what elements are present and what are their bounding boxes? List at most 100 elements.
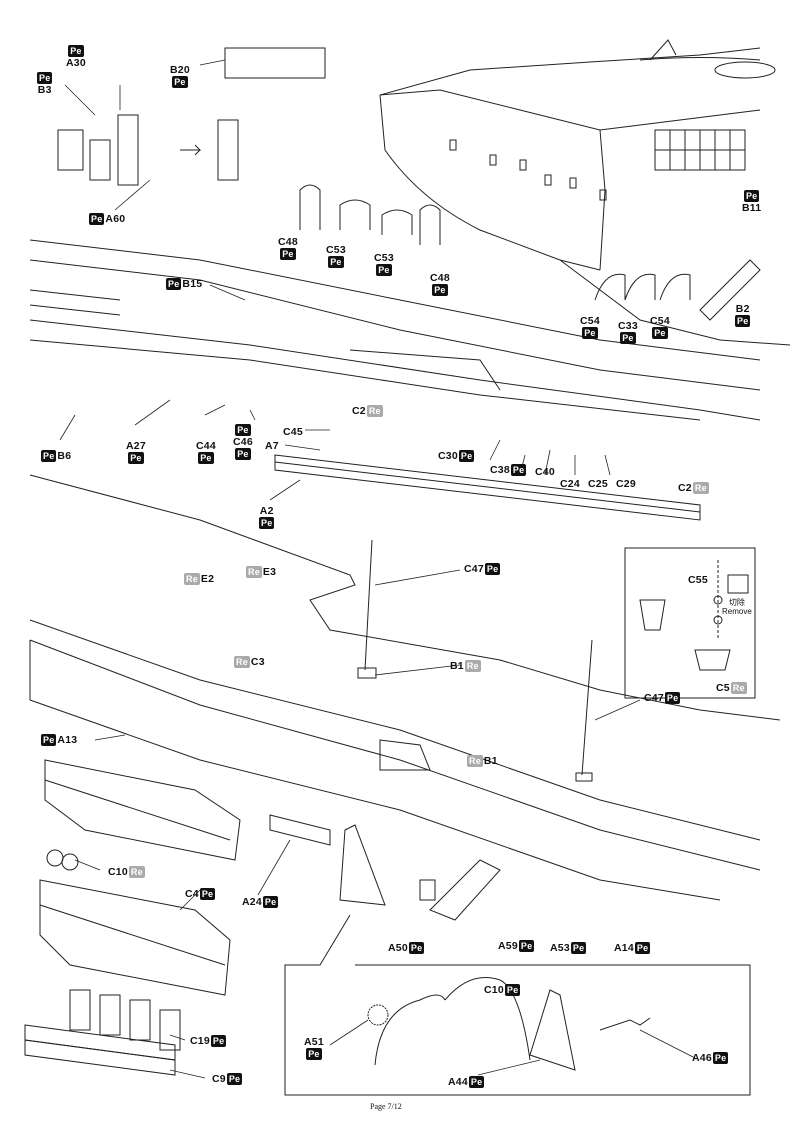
callout-a30: Pe A30	[66, 45, 86, 69]
callout-c4: C4 Pe	[185, 888, 216, 900]
re-badge: Re	[366, 405, 383, 417]
callout-a27: A27 Pe	[126, 440, 146, 464]
page-number: Page 7/12	[370, 1102, 402, 1111]
part-label: B1	[450, 660, 464, 672]
part-label: C46	[233, 436, 253, 448]
pe-badge: Pe	[735, 315, 751, 327]
callout-c9: C9 Pe	[212, 1073, 243, 1085]
pe-badge: Pe	[408, 942, 425, 954]
re-badge: Re	[692, 482, 709, 494]
pe-badge: Pe	[199, 888, 216, 900]
re-badge: Re	[184, 573, 200, 585]
callout-a24: A24 Pe	[242, 896, 279, 908]
pe-badge: Pe	[259, 517, 275, 529]
shield-parts	[24, 989, 181, 1076]
part-label: A53	[550, 942, 570, 954]
callout-a60: Pe A60	[88, 213, 125, 225]
inset-box-bottom	[284, 914, 751, 1096]
pe-badge: Pe	[620, 332, 636, 344]
remove-note: 切除 Remove	[722, 598, 752, 616]
callout-c10-a: C10 Re	[108, 866, 146, 878]
pe-badge: Pe	[518, 940, 535, 952]
part-label: C10	[108, 866, 128, 878]
pe-badge: Pe	[664, 692, 681, 704]
callout-c54-a: C54 Pe	[580, 315, 600, 339]
callout-a7: A7	[265, 440, 279, 452]
part-label: B2	[735, 303, 750, 315]
callout-c46: Pe C46 Pe	[233, 424, 253, 460]
pe-badge: Pe	[582, 327, 598, 339]
pe-badge: Pe	[89, 213, 105, 225]
callout-c48-a: C48 Pe	[278, 236, 298, 260]
part-label: C55	[688, 574, 708, 586]
part-label: C4	[185, 888, 199, 900]
pe-badge: Pe	[712, 1052, 729, 1064]
pe-badge: Pe	[41, 734, 57, 746]
part-label: A50	[388, 942, 408, 954]
pe-badge: Pe	[37, 72, 53, 85]
remove-note-english: Remove	[722, 607, 752, 616]
callout-c19: C19 Pe	[190, 1035, 227, 1047]
callout-c10-b: C10 Pe	[484, 984, 521, 996]
pe-badge: Pe	[41, 450, 57, 462]
callout-b20: B20 Pe	[170, 64, 190, 88]
pe-badge: Pe	[306, 1048, 322, 1060]
pe-badge: Pe	[510, 464, 527, 476]
part-label: C40	[535, 466, 555, 478]
hull-windows	[449, 139, 607, 201]
pe-badge: Pe	[210, 1035, 227, 1047]
pe-badge: Pe	[743, 190, 760, 202]
pe-badge: Pe	[468, 1076, 485, 1088]
part-label: A27	[126, 440, 146, 452]
callout-c2-a: C2 Re	[352, 405, 384, 417]
callout-a53: A53 Pe	[550, 942, 587, 954]
ship-stern-upper	[379, 39, 791, 346]
callout-c44: C44 Pe	[196, 440, 216, 464]
pe-badge: Pe	[198, 452, 214, 464]
ladder-arches	[299, 184, 761, 321]
part-label: A2	[259, 505, 274, 517]
hull-side-strip-1	[29, 239, 761, 421]
pe-badge: Pe	[68, 45, 84, 57]
callout-c53-a: C53 Pe	[326, 244, 346, 268]
part-label: B15	[182, 278, 203, 290]
callout-b1-b: Re B1	[466, 755, 498, 767]
part-label: A59	[498, 940, 518, 952]
re-badge: Re	[467, 755, 483, 767]
part-label: C44	[196, 440, 216, 452]
callout-e2: Re E2	[183, 573, 214, 585]
callout-e3: Re E3	[245, 566, 276, 578]
callout-b1-a: B1 Re	[450, 660, 482, 672]
part-label: C48	[430, 272, 450, 284]
callout-c45: C45	[283, 426, 303, 438]
inset-box-remove	[624, 547, 756, 699]
callout-c25: C25	[588, 478, 608, 490]
part-label: C47	[644, 692, 664, 704]
part-label: C25	[588, 478, 608, 490]
walkway-a2	[274, 454, 701, 521]
callout-c40: C40	[535, 466, 555, 478]
part-label: A24	[242, 896, 262, 908]
part-label: C19	[190, 1035, 210, 1047]
part-label: A30	[66, 57, 86, 69]
callout-c3: Re C3	[233, 656, 265, 668]
pe-badge: Pe	[235, 424, 251, 436]
callout-a46: A46 Pe	[692, 1052, 729, 1064]
masts	[357, 539, 593, 782]
part-label: A46	[692, 1052, 712, 1064]
pe-badge: Pe	[262, 896, 279, 908]
callout-c54-b: C54 Pe	[650, 315, 670, 339]
part-label: A44	[448, 1076, 468, 1088]
part-label: E3	[262, 566, 277, 578]
part-label: C33	[618, 320, 638, 332]
re-badge: Re	[464, 660, 481, 672]
callout-c33: C33 Pe	[618, 320, 638, 344]
re-badge: Re	[246, 566, 262, 578]
callout-c24: C24	[560, 478, 580, 490]
callout-c55: C55	[688, 574, 708, 586]
callout-a50: A50 Pe	[388, 942, 425, 954]
part-label: A60	[105, 213, 126, 225]
part-label: C9	[212, 1073, 226, 1085]
